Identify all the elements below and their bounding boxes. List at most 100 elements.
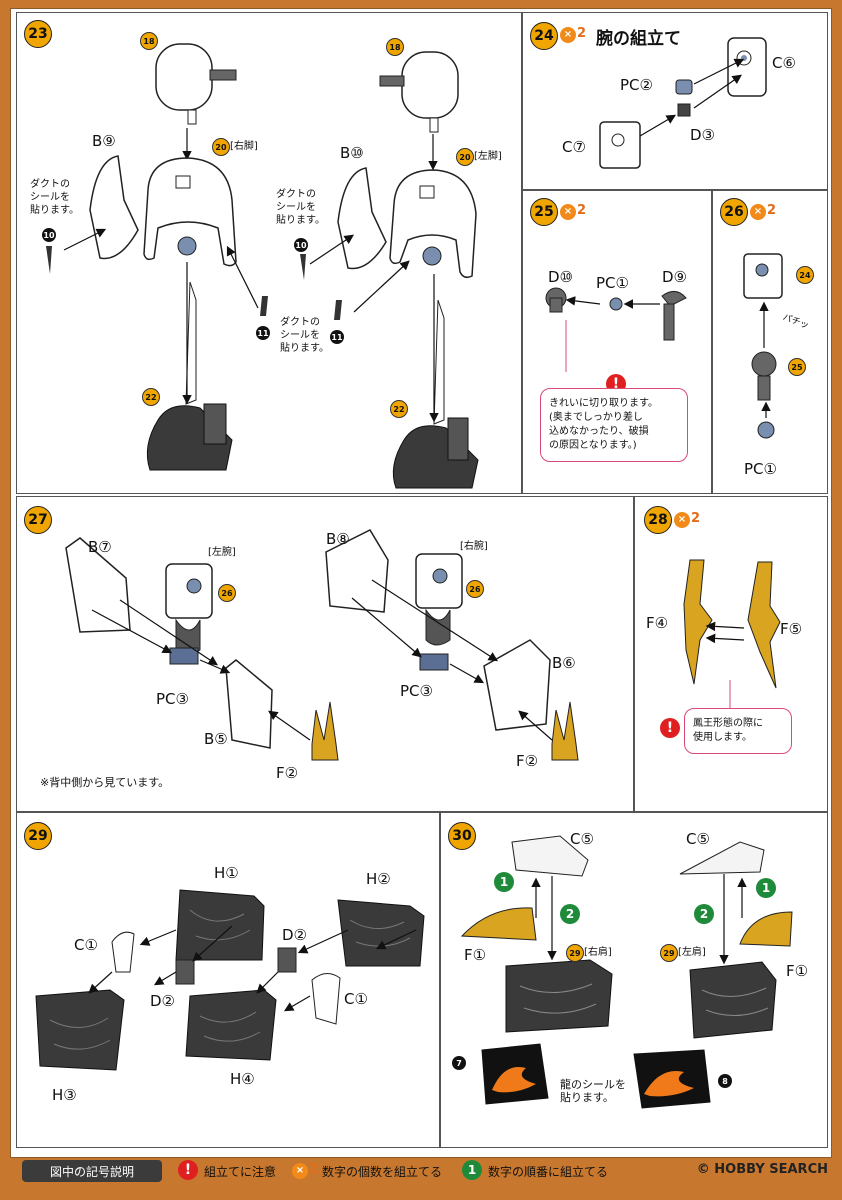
order-step-1-right: 1	[494, 872, 514, 892]
legend-quantity-text: 数字の個数を組立てる	[322, 1165, 443, 1179]
legend-order-text: 数字の順番に組立てる	[488, 1165, 609, 1179]
part-ref-18-a: 18	[140, 32, 158, 50]
step-badge-24: 24	[530, 22, 558, 50]
sticker-ref-11-a: 11	[256, 326, 270, 340]
arm-cover-b5	[225, 659, 273, 749]
part-label-f5: F⑤	[780, 620, 803, 638]
joint-d9	[661, 291, 687, 341]
step-badge-27: 27	[24, 506, 52, 534]
part-ref-29-b: 29	[660, 944, 678, 962]
duct-sticker-note-b: ダクトの シールを 貼ります。	[276, 189, 325, 226]
step-badge-23: 23	[24, 20, 52, 48]
part-ref-18-b: 18	[386, 38, 404, 56]
part-ref-20-b: 20	[456, 148, 474, 166]
shoulder-cap-c5-left	[679, 841, 765, 875]
joint-d3	[677, 103, 691, 117]
warning-icon-28: !	[660, 718, 680, 738]
quantity-badge-24: ×2	[560, 26, 586, 43]
sticker-ref-10-a: 10	[42, 228, 56, 242]
arm-frame-b7	[65, 537, 131, 633]
left-arm-label: [左腕]	[208, 547, 236, 558]
quantity-badge-25: ×2	[560, 203, 586, 220]
left-shoulder-label: [左肩]	[678, 947, 706, 958]
quantity-badge-28: ×2	[674, 511, 700, 528]
step-badge-26: 26	[720, 198, 748, 226]
shoulder-block-29-right	[505, 959, 613, 1033]
duct-sticker-note-c: ダクトの シールを 貼ります。	[280, 317, 329, 354]
part-label-c1-b: C①	[344, 990, 368, 1008]
fin-f1-right	[460, 907, 537, 941]
shoulder-block-29-left	[689, 961, 777, 1039]
x2-icon: ×	[560, 27, 576, 43]
part-label-f4: F④	[646, 614, 669, 632]
right-arm-label: [右腕]	[460, 541, 488, 552]
panel-step-28	[634, 496, 828, 812]
step-badge-25: 25	[530, 198, 558, 226]
thigh-armor-left	[389, 169, 477, 279]
cap-c1-right	[311, 973, 341, 1025]
part-ref-25: 25	[788, 358, 806, 376]
panel-step-29	[16, 812, 440, 1148]
sticker-ref-8: 8	[718, 1074, 732, 1088]
shoulder-armor-h4	[185, 989, 277, 1061]
order-step-2-right: 2	[560, 904, 580, 924]
hip-joint-part	[155, 43, 237, 125]
part-label-d2-a: D②	[150, 992, 175, 1010]
right-shoulder-label: [右肩]	[584, 947, 612, 958]
panel-step-26	[712, 190, 828, 494]
part-label-h3: H③	[52, 1086, 77, 1104]
claw-f2-left	[311, 701, 339, 761]
part-ref-26-b: 26	[466, 580, 484, 598]
cut-cleanly-note: きれいに切り取ります。 (奥までしっかり差し 込めなかったり、破損 の原因となり…	[540, 388, 688, 462]
poly-cap-pc1-26	[757, 421, 775, 439]
part-label-d9: D⑨	[662, 268, 687, 286]
hip-joint-part-2	[379, 51, 459, 133]
legend-warning-icon: !	[178, 1160, 198, 1180]
knee-guard-b10	[337, 167, 387, 270]
arm-cover-b6	[483, 639, 551, 731]
part-label-h1: H①	[214, 864, 239, 882]
panel-step-24	[522, 12, 828, 190]
phoenix-form-note: 鳳王形態の際に 使用します。	[684, 708, 792, 754]
part-label-h4: H④	[230, 1070, 255, 1088]
part-label-c1-a: C①	[74, 936, 98, 954]
x2-icon: ×	[292, 1163, 308, 1179]
quantity-badge-26: ×2	[750, 203, 776, 220]
x2-icon: ×	[750, 204, 766, 220]
part-label-c7: C⑦	[562, 138, 586, 156]
right-leg-label: [右脚]	[230, 141, 258, 152]
shoulder-armor-h3	[35, 989, 125, 1071]
part-label-c5-b: C⑤	[686, 830, 710, 848]
part-label-b5: B⑤	[204, 730, 228, 748]
cap-c1-left	[111, 931, 135, 973]
part-label-pc3-a: PC③	[156, 690, 189, 708]
fin-f1-left	[739, 911, 793, 947]
left-leg-label: [左脚]	[474, 151, 502, 162]
x2-icon: ×	[560, 204, 576, 220]
arm-block-c7	[599, 121, 641, 169]
arm-joint-24	[743, 253, 783, 299]
forearm-26-right	[415, 553, 463, 646]
sticker-ref-7: 7	[452, 1056, 466, 1070]
sticker-ref-10-b: 10	[294, 238, 308, 252]
part-label-f1-b: F①	[786, 962, 809, 980]
order-step-2-left: 2	[694, 904, 714, 924]
legend-quantity-icon: ×2	[292, 1162, 318, 1179]
shoulder-armor-h2	[337, 899, 425, 967]
part-ref-20-a: 20	[212, 138, 230, 156]
back-view-note: ※背中側から見ています。	[40, 776, 170, 789]
poly-cap-pc2	[675, 79, 693, 95]
part-label-pc3-b: PC③	[400, 682, 433, 700]
arm-frame-b8	[325, 529, 389, 613]
part-label-b6: B⑥	[552, 654, 576, 672]
part-ref-24: 24	[796, 266, 814, 284]
poly-cap-pc3-right	[419, 653, 449, 671]
dragon-sticker-note: 龍のシールを 貼ります。	[560, 1078, 626, 1104]
legend-title: 図中の記号説明	[22, 1160, 162, 1182]
forearm-26-left	[165, 563, 213, 656]
part-label-b9: B⑨	[92, 132, 116, 150]
step-badge-28: 28	[644, 506, 672, 534]
part-label-d2-b: D②	[282, 926, 307, 944]
part-label-b7: B⑦	[88, 538, 112, 556]
